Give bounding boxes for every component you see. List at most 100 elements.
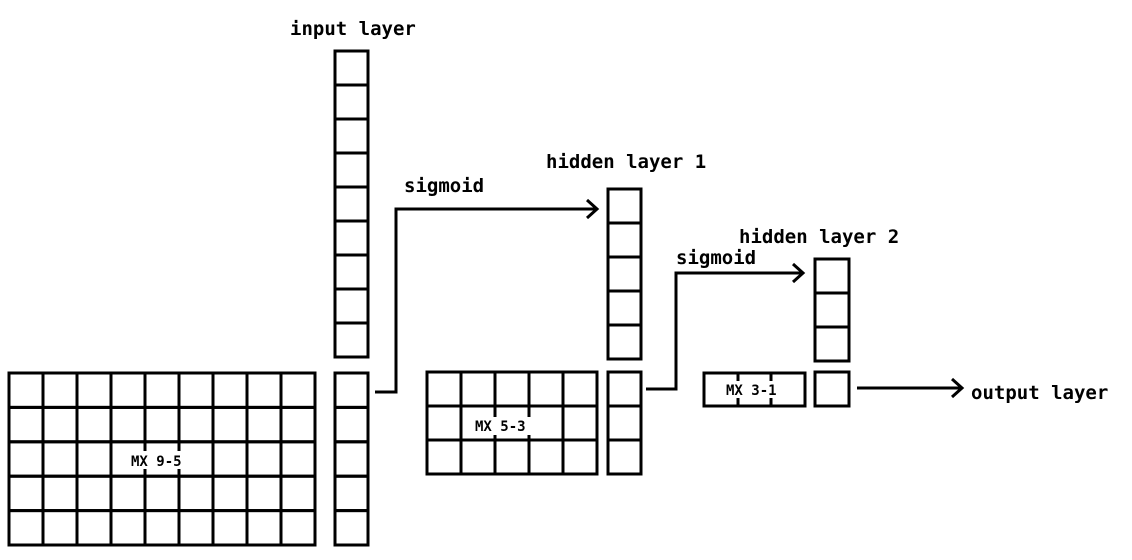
input-vector-cell: [333, 49, 370, 87]
input-product-vector-cell: [333, 474, 370, 513]
matrix-9-5-cell: [41, 509, 79, 547]
matrix-9-5-cell: [75, 405, 113, 444]
matrix-9-5-label-bg: [128, 451, 186, 469]
hidden-layer-1-cell: [606, 255, 643, 293]
input-vector-cell: [333, 151, 370, 189]
sigmoid-arrow-1-head: [585, 198, 600, 220]
matrix-9-5-cell: [279, 474, 317, 513]
matrix-3-1-label-bg: [724, 382, 782, 398]
output-vector-cell: [813, 370, 851, 408]
matrix-9-5-cell: [109, 405, 147, 444]
matrix-5-3-cell: [527, 438, 565, 476]
matrix-9-5-cell: [7, 371, 45, 409]
matrix-9-5-cell: [177, 371, 215, 409]
matrix-9-5: [7, 371, 317, 547]
input-vector-cell: [333, 253, 370, 291]
input-vector-cell: [333, 83, 370, 121]
matrix-9-5-cell: [245, 509, 283, 547]
sigmoid-arrow-2: [646, 262, 806, 391]
input-product-vector: [333, 371, 370, 547]
input-vector-cell: [333, 117, 370, 155]
matrix-3-1: [702, 371, 807, 408]
input-vector-cell: [333, 185, 370, 223]
matrix-9-5-cell: [7, 405, 45, 444]
hidden-layer-1-cell: [606, 221, 643, 259]
output-arrow: [857, 377, 965, 399]
hidden-layer-2-cell: [813, 257, 851, 295]
matrix-5-3-cell: [459, 370, 497, 408]
output-vector: [813, 370, 851, 408]
matrix-9-5-cell: [245, 405, 283, 444]
matrix-5-3-cell: [527, 370, 565, 408]
sigmoid-arrow-1: [375, 198, 600, 394]
matrix-5-3-cell: [493, 438, 531, 476]
hidden-layer-2-vector: [813, 257, 851, 363]
matrix-9-5-cell: [75, 474, 113, 513]
hidden-layer-1-cell: [606, 323, 643, 361]
hidden-1-product-cell: [606, 404, 643, 442]
hidden-1-product-vector: [606, 370, 643, 476]
input-vector-cell: [333, 321, 370, 359]
matrix-9-5-cell: [279, 440, 317, 478]
matrix-5-3-cell: [493, 370, 531, 408]
input-product-vector-cell: [333, 440, 370, 478]
matrix-9-5-cell: [177, 474, 215, 513]
sigmoid-arrow-2-head: [791, 262, 806, 284]
input-product-vector-cell: [333, 509, 370, 547]
matrix-9-5-cell: [143, 474, 181, 513]
matrix-9-5-cell: [279, 405, 317, 444]
matrix-5-3-cell: [425, 404, 463, 442]
input-layer-label: input layer: [290, 18, 416, 40]
matrix-5-3-cell: [527, 404, 565, 442]
hidden-layer-2-cell: [813, 325, 851, 363]
matrix-5-3-cell: [561, 404, 599, 442]
matrix-9-5-cell: [245, 474, 283, 513]
matrix-5-3-cell: [561, 370, 599, 408]
matrix-9-5-cell: [211, 474, 249, 513]
matrix-9-5-cell: [211, 509, 249, 547]
matrix-5-3-cell: [459, 438, 497, 476]
output-arrow-head: [950, 377, 965, 399]
sigmoid-label-2: sigmoid: [676, 247, 756, 269]
input-vector-cell: [333, 219, 370, 257]
matrix-9-5-cell: [211, 405, 249, 444]
matrix-9-5-cell: [279, 509, 317, 547]
matrix-5-3-label: MX 5-3: [475, 419, 526, 435]
matrix-9-5-cell: [41, 440, 79, 478]
matrix-9-5-cell: [177, 509, 215, 547]
matrix-9-5-cell: [211, 440, 249, 478]
sigmoid-arrow-2-line: [646, 271, 803, 391]
input-vector: [333, 49, 370, 359]
input-vector-cell: [333, 287, 370, 325]
hidden-layer-1-cell: [606, 289, 643, 327]
matrix-9-5-cell: [177, 405, 215, 444]
matrix-5-3-label-bg: [471, 417, 533, 435]
matrix-9-5-cell: [7, 440, 45, 478]
matrix-9-5-cell: [41, 405, 79, 444]
sigmoid-arrow-1-line: [375, 207, 597, 394]
output-layer-label: output layer: [971, 382, 1108, 404]
matrix-9-5-cell: [7, 474, 45, 513]
matrix-3-1-box: [702, 371, 807, 408]
hidden-layer-2-cell: [813, 291, 851, 329]
hidden-1-product-cell: [606, 370, 643, 408]
matrix-9-5-cell: [109, 509, 147, 547]
matrix-9-5-cell: [245, 371, 283, 409]
matrix-9-5-cell: [75, 509, 113, 547]
sigmoid-label-1: sigmoid: [404, 175, 484, 197]
matrix-3-1-label: MX 3-1: [726, 383, 777, 399]
matrix-9-5-cell: [245, 440, 283, 478]
matrix-9-5-cell: [279, 371, 317, 409]
matrix-9-5-cell: [143, 405, 181, 444]
hidden-layer-1-cell: [606, 187, 643, 225]
hidden-1-product-cell: [606, 438, 643, 476]
input-product-vector-cell: [333, 371, 370, 409]
matrix-5-3: [425, 370, 599, 476]
matrix-9-5-cell: [41, 371, 79, 409]
hidden-layer-2-label: hidden layer 2: [739, 226, 899, 248]
matrix-5-3-cell: [425, 370, 463, 408]
hidden-layer-1-vector: [606, 187, 643, 361]
matrix-9-5-cell: [143, 509, 181, 547]
matrix-9-5-cell: [7, 509, 45, 547]
input-product-vector-cell: [333, 405, 370, 444]
